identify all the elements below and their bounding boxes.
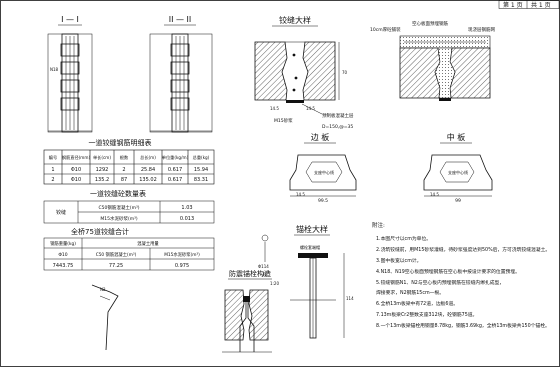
svg-text:螺栓套端帽: 螺栓套端帽 (300, 244, 320, 250)
svg-text:14.5: 14.5 (430, 192, 439, 197)
svg-text:Φ10: Φ10 (71, 167, 81, 173)
svg-text:C50钢筋混凝土(m³): C50钢筋混凝土(m³) (98, 204, 139, 211)
right-slab-section (302, 41, 336, 101)
svg-text:0.975: 0.975 (175, 263, 189, 269)
svg-text:铰缝: 铰缝 (56, 209, 66, 216)
concrete-table: 一道铰缝砼数量表 铰缝 C50钢筋混凝土(m³) 1.03 M15水泥砂浆(m³… (43, 189, 215, 224)
anchor-detail: 锚栓大样 螺栓套端帽 114 Φ114 30 (258, 224, 354, 339)
total-label: 共 1 页 (531, 1, 551, 9)
anchor-structure-title: 防震锚栓构造 (229, 269, 271, 278)
left-slab-section (254, 41, 288, 101)
note-2: 2.浇筑铰缝前，用M15砂浆灌缝，待砂浆强度达到50%后，方可浇筑铰缝混凝土。 (376, 246, 550, 253)
page-label: 第 1 页 (503, 1, 523, 9)
svg-text:2: 2 (51, 177, 54, 183)
mid-panel-view: 中 板 支座中心线 99 14.5 (423, 132, 493, 204)
svg-text:单位重(kg/m): 单位重(kg/m) (162, 154, 189, 161)
total-table: 全桥75道铰缝合计 钢筋重量(kg) 混凝土用量 Φ10 C50 钢筋混凝土(m… (43, 227, 215, 271)
svg-text:钢筋直径(mm): 钢筋直径(mm) (62, 154, 91, 161)
svg-text:M15水泥砂浆(m³): M15水泥砂浆(m³) (164, 251, 200, 258)
svg-text:编号: 编号 (49, 154, 57, 161)
svg-text:135.2: 135.2 (95, 177, 109, 183)
svg-text:83.31: 83.31 (194, 177, 208, 183)
svg-text:1:20: 1:20 (270, 281, 279, 286)
svg-text:15.94: 15.94 (194, 167, 208, 173)
svg-text:Φ10: Φ10 (71, 177, 81, 183)
svg-text:25.84: 25.84 (141, 167, 155, 173)
concrete-table-title: 一道铰缝砼数量表 (90, 189, 146, 198)
note-7: 7.13m板梁Cr2整数支座312块，砼钢筋75道。 (376, 311, 477, 318)
svg-text:99.5: 99.5 (318, 198, 328, 204)
mesh-note: 现浇层钢筋网 (468, 26, 495, 33)
anchor-detail-title: 锚栓大样 (296, 224, 328, 234)
embed-note: 空心板面预埋钢筋 (412, 20, 448, 27)
mid-panel-void (439, 161, 475, 183)
notes-title: 附注: (372, 221, 385, 229)
rebar-sketch: N2 (91, 284, 119, 351)
svg-text:114: 114 (346, 296, 354, 301)
section-2-view: II — II (149, 15, 213, 133)
note-1: 1.本图尺寸以cm为单位。 (376, 235, 431, 242)
note-3: 3.图中板宽以cm计。 (376, 257, 421, 264)
svg-text:135.02: 135.02 (139, 177, 157, 183)
mid-panel-title: 中 板 (447, 132, 466, 142)
svg-text:总长(m): 总长(m) (140, 154, 156, 161)
side-panel-void (305, 161, 343, 183)
side-panel-title: 边 板 (311, 132, 330, 142)
notes-block: 附注: 1.本图尺寸以cm为单位。 2.浇筑铰缝前，用M15砂浆灌缝，待砂浆强度… (372, 221, 550, 329)
svg-text:77.25: 77.25 (109, 263, 123, 269)
svg-text:1292: 1292 (96, 167, 109, 173)
side-panel-view: 边 板 支座中心线 99.5 14.5 (289, 132, 357, 204)
precast-label: 预制板混凝土层 (322, 112, 354, 119)
svg-text:混凝土用量: 混凝土用量 (137, 240, 159, 247)
svg-text:N2: N2 (100, 287, 106, 292)
hinge-detail: 铰缝大样 70 14.5 14.5 预制板混凝土层 M15砂浆 D=150,@=… (254, 15, 354, 130)
hinge-detail-topping: 10cm厚砼铺装 空心板面预埋钢筋 现浇层钢筋网 (370, 20, 495, 101)
svg-text:7443.75: 7443.75 (53, 263, 74, 269)
rebar-table-title: 一道铰缝钢筋明细表 (89, 138, 152, 147)
svg-text:0.013: 0.013 (180, 216, 194, 222)
note-8: 8.一个13m板梁锚栓用钢量8.78kg，钢筋3.69kg，全桥13m板梁共15… (376, 322, 550, 329)
note-5b: 焊接要求，N2钢筋15cm一根。 (376, 289, 444, 296)
svg-text:Φ10: Φ10 (58, 252, 67, 258)
svg-text:钢筋重量(kg): 钢筋重量(kg) (50, 240, 76, 247)
mortar-label: M15砂浆 (274, 117, 293, 124)
svg-text:单长(cm): 单长(cm) (93, 154, 111, 161)
svg-text:支座中心线: 支座中心线 (314, 169, 334, 175)
svg-text:87: 87 (121, 177, 127, 183)
mid-panel-outline (423, 154, 493, 191)
svg-text:70: 70 (342, 70, 348, 75)
section-1-label: I — I (61, 15, 79, 24)
d-note: D=150,@=35 (322, 124, 353, 130)
hinge-detail-title: 铰缝大样 (279, 15, 311, 25)
svg-text:14.5: 14.5 (270, 106, 279, 111)
title-block: 第 1 页 共 1 页 (498, 0, 560, 9)
svg-text:N18: N18 (50, 67, 59, 72)
svg-text:2: 2 (122, 167, 125, 173)
svg-text:0.617: 0.617 (168, 177, 182, 183)
note-5: 5.铰缝钢筋N1、N2与空心板内预埋钢筋在铰缝内绑扎成型， (376, 279, 504, 286)
side-panel-outline (289, 154, 357, 191)
svg-text:14.5: 14.5 (296, 192, 305, 197)
note-6: 6.全桥13m板梁中有72道，边板6道。 (376, 300, 458, 307)
mortar-strip (286, 100, 304, 103)
topping-note: 10cm厚砼铺装 (370, 26, 401, 33)
svg-text:支座中心线: 支座中心线 (448, 169, 468, 175)
svg-text:C50 钢筋混凝土(m³): C50 钢筋混凝土(m³) (96, 251, 137, 258)
svg-text:根数: 根数 (120, 154, 129, 161)
note-4: 4.N18、N19空心板面预埋钢筋在空心板中按设计要求的位置预埋。 (376, 268, 520, 275)
svg-text:0.617: 0.617 (168, 167, 182, 173)
svg-text:30: 30 (262, 272, 268, 277)
svg-text:1: 1 (51, 167, 54, 173)
svg-text:Φ114: Φ114 (258, 264, 269, 269)
svg-text:M15水泥砂浆(m³): M15水泥砂浆(m³) (100, 215, 138, 222)
section-1-view: I — I N18 (47, 15, 93, 133)
section-2-label: II — II (169, 15, 192, 24)
rebar-table: 一道铰缝钢筋明细表 编号 钢筋直径(mm) 单长(cm) 根数 总长(m) 单位… (43, 138, 215, 185)
anchor-structure: 防震锚栓构造 1:20 (222, 269, 279, 353)
svg-text:总重(kg): 总重(kg) (193, 154, 210, 160)
total-table-title: 全桥75道铰缝合计 (71, 227, 129, 236)
svg-text:99: 99 (455, 198, 461, 204)
svg-text:1.03: 1.03 (181, 205, 192, 211)
